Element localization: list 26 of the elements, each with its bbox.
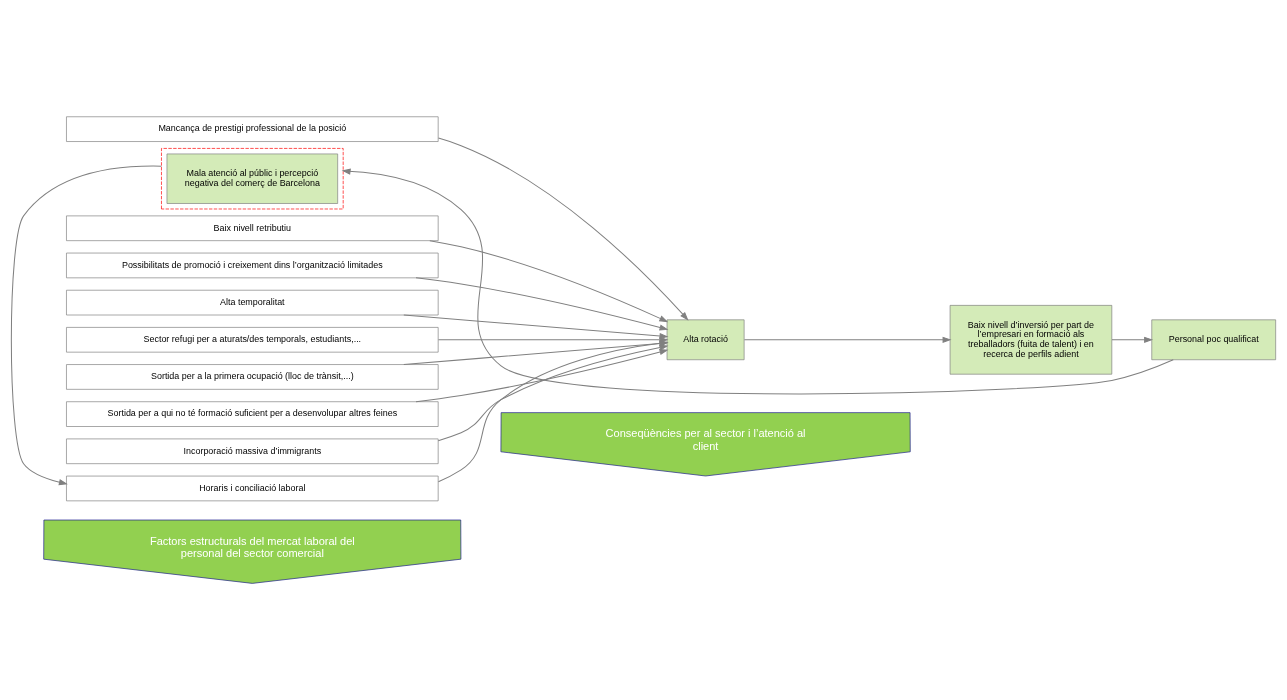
node-box: Alta temporalitat (66, 289, 439, 316)
node-box: Possibilitats de promoció i creixement dins l’organització limitades (66, 252, 439, 279)
node-box: Mancança de prestigi professional de la posició (66, 116, 439, 142)
arrow (1111, 336, 1154, 343)
arrow (437, 137, 689, 321)
arrow (429, 240, 669, 323)
arrow (437, 340, 669, 483)
node-box: Baix nivell retributiu (66, 215, 439, 241)
node-box: Sortida per a qui no té formació suficient per a desenvolupar altres feines (66, 401, 439, 427)
node-box: Personal poc qualificat (1151, 319, 1276, 361)
arrow (415, 277, 669, 331)
node-box: Alta rotació (666, 319, 745, 361)
arrow (341, 168, 1174, 395)
node-box: Mala atenció al públic i percepció negativa del comerç de Barcelona (166, 153, 339, 204)
arrow (743, 336, 952, 343)
arrow (437, 336, 669, 343)
node-box: Baix nivell d’inversió per part de l’empresari en formació als treballadors (fuita de talent) i en recerca de perfils adient (949, 305, 1113, 375)
arrow (403, 340, 669, 366)
cluster (161, 148, 344, 210)
node-box: Sector refugi per a aturats/des temporals, estudiants,... (66, 327, 439, 353)
node-box: Sortida per a la primera ocupació (lloc de trànsit,...) (66, 364, 439, 390)
arrow (437, 344, 669, 442)
node-box: Horaris i conciliació laboral (66, 475, 439, 502)
arrow (10, 165, 162, 486)
arrow (415, 349, 669, 403)
node-box: Incorporació massiva d’immigrants (66, 438, 439, 465)
